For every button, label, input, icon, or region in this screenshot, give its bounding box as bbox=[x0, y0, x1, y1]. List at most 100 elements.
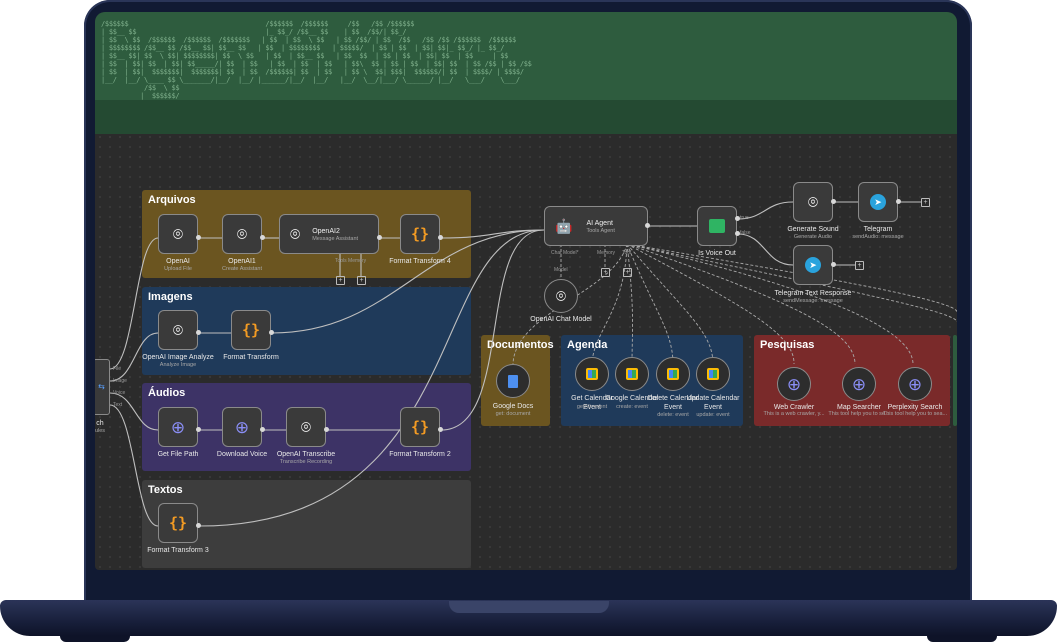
port[interactable] bbox=[196, 427, 201, 432]
globe-icon: ⊕ bbox=[170, 417, 186, 437]
ai-agent-memory-add[interactable]: + bbox=[601, 268, 610, 277]
robot-icon: 🤖 bbox=[555, 218, 573, 234]
google-docs-node[interactable] bbox=[496, 364, 530, 398]
telegram-node[interactable]: ➤ bbox=[858, 182, 898, 222]
is-voice-out-node[interactable] bbox=[697, 206, 737, 246]
connections-layer bbox=[109, 201, 957, 527]
google-calendar-node[interactable] bbox=[615, 357, 649, 391]
get-calendar-event-sub: getAll: event bbox=[576, 404, 608, 410]
banner-strip bbox=[95, 100, 957, 134]
map-searcher-node[interactable]: ⊕ bbox=[842, 367, 876, 401]
ai-agent-tool-add[interactable]: + bbox=[623, 268, 632, 277]
perplexity-search-node[interactable]: ⊕ bbox=[898, 367, 932, 401]
switch-node[interactable]: ⇆ bbox=[95, 359, 110, 415]
telegram-icon: ➤ bbox=[805, 257, 821, 273]
format-transform-2-node[interactable]: {} bbox=[400, 407, 440, 447]
ai-agent-port-tool: Tool bbox=[622, 250, 632, 256]
globe-icon: ⊕ bbox=[907, 374, 923, 394]
code-braces-icon: {} bbox=[241, 320, 261, 339]
web-crawler-node[interactable]: ⊕ bbox=[777, 367, 811, 401]
format-transform-label: Format Transform bbox=[223, 354, 279, 361]
telegram-text-response-node[interactable]: ➤ bbox=[793, 245, 833, 285]
port[interactable] bbox=[324, 427, 329, 432]
laptop-notch bbox=[449, 601, 609, 613]
openai1-sub: Create Assistant bbox=[221, 266, 263, 272]
port[interactable] bbox=[269, 330, 274, 335]
delete-calendar-event-node[interactable] bbox=[656, 357, 690, 391]
openai-image-analyze-node[interactable]: ⌾ bbox=[158, 310, 198, 350]
openai2-tools-add[interactable]: + bbox=[336, 276, 345, 285]
port[interactable] bbox=[735, 216, 740, 221]
google-calendar-icon bbox=[626, 368, 638, 380]
format-transform-node[interactable]: {} bbox=[231, 310, 271, 350]
openai1-node[interactable]: ⌾ bbox=[222, 214, 262, 254]
download-voice-node[interactable]: ⊕ bbox=[222, 407, 262, 447]
google-calendar-icon bbox=[707, 368, 719, 380]
port[interactable] bbox=[196, 330, 201, 335]
telegram-text-response-sub: sendMessage: message bbox=[783, 298, 843, 304]
is-voice-out-false: false bbox=[740, 230, 751, 236]
port[interactable] bbox=[260, 427, 265, 432]
google-docs-label: Google Docs bbox=[492, 403, 534, 410]
switch-icon bbox=[709, 219, 725, 233]
telegram-icon: ➤ bbox=[870, 194, 886, 210]
port[interactable] bbox=[438, 235, 443, 240]
update-calendar-event-label: Update Calendar Event bbox=[686, 395, 740, 411]
openai-node[interactable]: ⌾ bbox=[158, 214, 198, 254]
port[interactable] bbox=[831, 199, 836, 204]
switch-output-text: Text bbox=[113, 402, 123, 408]
group-edge-partial[interactable] bbox=[953, 335, 957, 426]
port[interactable] bbox=[831, 262, 836, 267]
get-file-path-node[interactable]: ⊕ bbox=[158, 407, 198, 447]
telegram-text-response-add-button[interactable]: + bbox=[855, 261, 864, 270]
port[interactable] bbox=[196, 523, 201, 528]
update-calendar-event-node[interactable] bbox=[696, 357, 730, 391]
port[interactable] bbox=[735, 231, 740, 236]
is-voice-out-true: true bbox=[740, 215, 749, 221]
openai-logo-icon: ⌾ bbox=[555, 286, 567, 306]
map-searcher-sub: This tool help you to se... bbox=[828, 411, 890, 417]
openai-transcribe-label: OpenAI Transcribe bbox=[276, 451, 336, 458]
web-crawler-sub: This is a web crawler, y... bbox=[763, 411, 825, 417]
ai-agent-label: AI Agent bbox=[586, 219, 613, 227]
openai-label: OpenAI bbox=[166, 258, 190, 265]
format-transform-3-node[interactable]: {} bbox=[158, 503, 198, 543]
get-calendar-event-node[interactable] bbox=[575, 357, 609, 391]
code-braces-icon: {} bbox=[168, 513, 188, 532]
switch-output-image: Image bbox=[113, 378, 127, 384]
openai-logo-icon: ⌾ bbox=[172, 224, 184, 244]
get-file-path-label: Get File Path bbox=[157, 451, 199, 458]
format-transform-3-label: Format Transform 3 bbox=[147, 547, 209, 554]
generate-sound-node[interactable]: ⌾ bbox=[793, 182, 833, 222]
map-searcher-label: Map Searcher bbox=[837, 404, 881, 411]
telegram-add-button[interactable]: + bbox=[921, 198, 930, 207]
port[interactable] bbox=[438, 427, 443, 432]
openai2-node[interactable]: ⌾ OpenAI2 Message Assistant bbox=[279, 214, 379, 254]
perplexity-search-label: Perplexity Search bbox=[887, 404, 943, 411]
ai-agent-node[interactable]: 🤖 AI Agent Tools Agent bbox=[544, 206, 648, 246]
openai-transcribe-node[interactable]: ⌾ bbox=[286, 407, 326, 447]
port[interactable] bbox=[260, 235, 265, 240]
generate-sound-label: Generate Sound bbox=[787, 226, 839, 233]
perplexity-search-sub: This tool help you to sea... bbox=[882, 411, 948, 417]
port[interactable] bbox=[896, 199, 901, 204]
group-title: Documentos bbox=[487, 339, 554, 351]
google-calendar-label: Google Calendar bbox=[605, 395, 659, 402]
port[interactable] bbox=[377, 235, 382, 240]
openai-logo-icon: ⌾ bbox=[290, 224, 301, 244]
delete-calendar-event-sub: delete: event bbox=[657, 412, 689, 418]
delete-calendar-event-label: Delete Calendar Event bbox=[647, 395, 699, 411]
port[interactable] bbox=[196, 235, 201, 240]
google-calendar-icon bbox=[586, 368, 598, 380]
ai-agent-port-chat-model: Chat Model* bbox=[551, 250, 579, 256]
port[interactable] bbox=[645, 223, 650, 228]
openai2-memory-add[interactable]: + bbox=[357, 276, 366, 285]
google-calendar-sub: create: event bbox=[616, 404, 648, 410]
format-transform-2-label: Format Transform 2 bbox=[389, 451, 451, 458]
update-calendar-event-sub: update: event bbox=[696, 412, 730, 418]
openai-chat-model-node[interactable]: ⌾ bbox=[544, 279, 578, 313]
laptop-foot-right bbox=[927, 636, 997, 642]
workflow-canvas[interactable]: /$$$$$$ /$$$$$$ /$$$$$$ /$$ /$$ /$$$$$$ … bbox=[95, 12, 957, 570]
group-title: Imagens bbox=[148, 291, 193, 303]
format-transform-4-node[interactable]: {} bbox=[400, 214, 440, 254]
